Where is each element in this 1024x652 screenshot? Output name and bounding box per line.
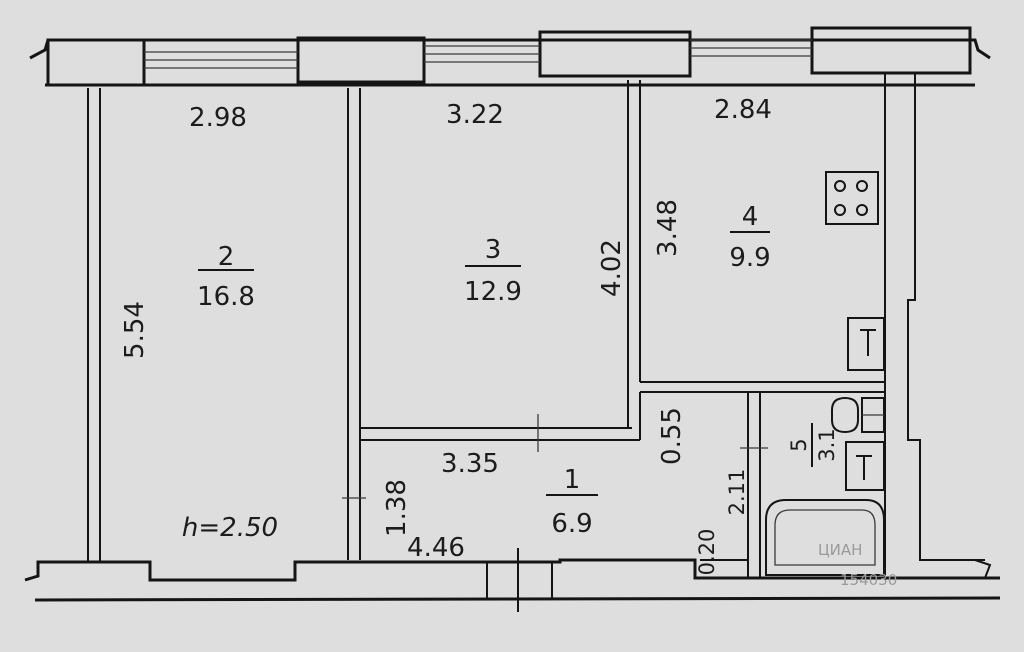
watermark-id: 154030 [840, 571, 897, 589]
left-wall [87, 88, 101, 562]
top-wall [29, 26, 991, 87]
window-3 [690, 39, 812, 57]
dim-hall-depth: 1.38 [382, 479, 412, 537]
wall-pier-2 [296, 36, 426, 84]
dim-bath-length: 2.11 [725, 469, 749, 516]
window-2 [424, 45, 540, 63]
room-1-label: 1 6.9 [546, 465, 598, 539]
bottom-wall [24, 548, 1001, 612]
wall-pier-1 [46, 38, 146, 87]
bathroom-sink-icon [845, 441, 885, 491]
dim-hall-length: 4.46 [407, 533, 465, 563]
partition-3-4 [627, 80, 885, 440]
room-3-label: 3 12.9 [464, 235, 522, 307]
right-wall [884, 73, 992, 579]
dim-room2-length: 5.54 [120, 301, 150, 359]
room-3-area: 12.9 [464, 277, 522, 307]
window-1 [144, 51, 298, 69]
room-1-area: 6.9 [551, 509, 592, 539]
room-2-label: 2 16.8 [197, 242, 255, 312]
dim-room2-width: 2.98 [189, 103, 247, 133]
dim-passage: 0.55 [657, 407, 687, 465]
room-4-label: 4 9.9 [729, 202, 770, 273]
room-2-area: 16.8 [197, 282, 255, 312]
bathroom-walls [700, 392, 768, 578]
wall-pier-4 [810, 26, 972, 75]
ceiling-height: h=2.50 [182, 513, 278, 543]
bathtub-icon [765, 499, 885, 576]
dim-room4-width: 2.84 [714, 95, 772, 125]
dim-hall-width: 3.35 [441, 449, 499, 479]
kitchen-sink-icon [847, 317, 885, 371]
watermark: ЦИАН 154030 [818, 541, 897, 589]
room-5-label: 5 3.1 [787, 423, 839, 467]
room-5-area: 3.1 [815, 428, 839, 461]
partition-2-3 [342, 88, 366, 560]
room-4-area: 9.9 [729, 243, 770, 273]
stove-icon [825, 171, 879, 225]
room-5-number: 5 [787, 438, 811, 451]
room-3-number: 3 [485, 235, 502, 265]
room-1-number: 1 [564, 465, 581, 495]
room-4-number: 4 [742, 202, 759, 232]
room-2-number: 2 [218, 242, 235, 272]
dim-room3-width: 3.22 [446, 100, 504, 130]
dim-niche: 0.20 [695, 529, 719, 576]
dim-room4-length: 3.48 [653, 199, 683, 257]
dim-room3-length: 4.02 [597, 239, 627, 297]
watermark-brand: ЦИАН [818, 541, 862, 559]
toilet-icon [831, 396, 885, 434]
partition-3-hall [360, 414, 640, 452]
